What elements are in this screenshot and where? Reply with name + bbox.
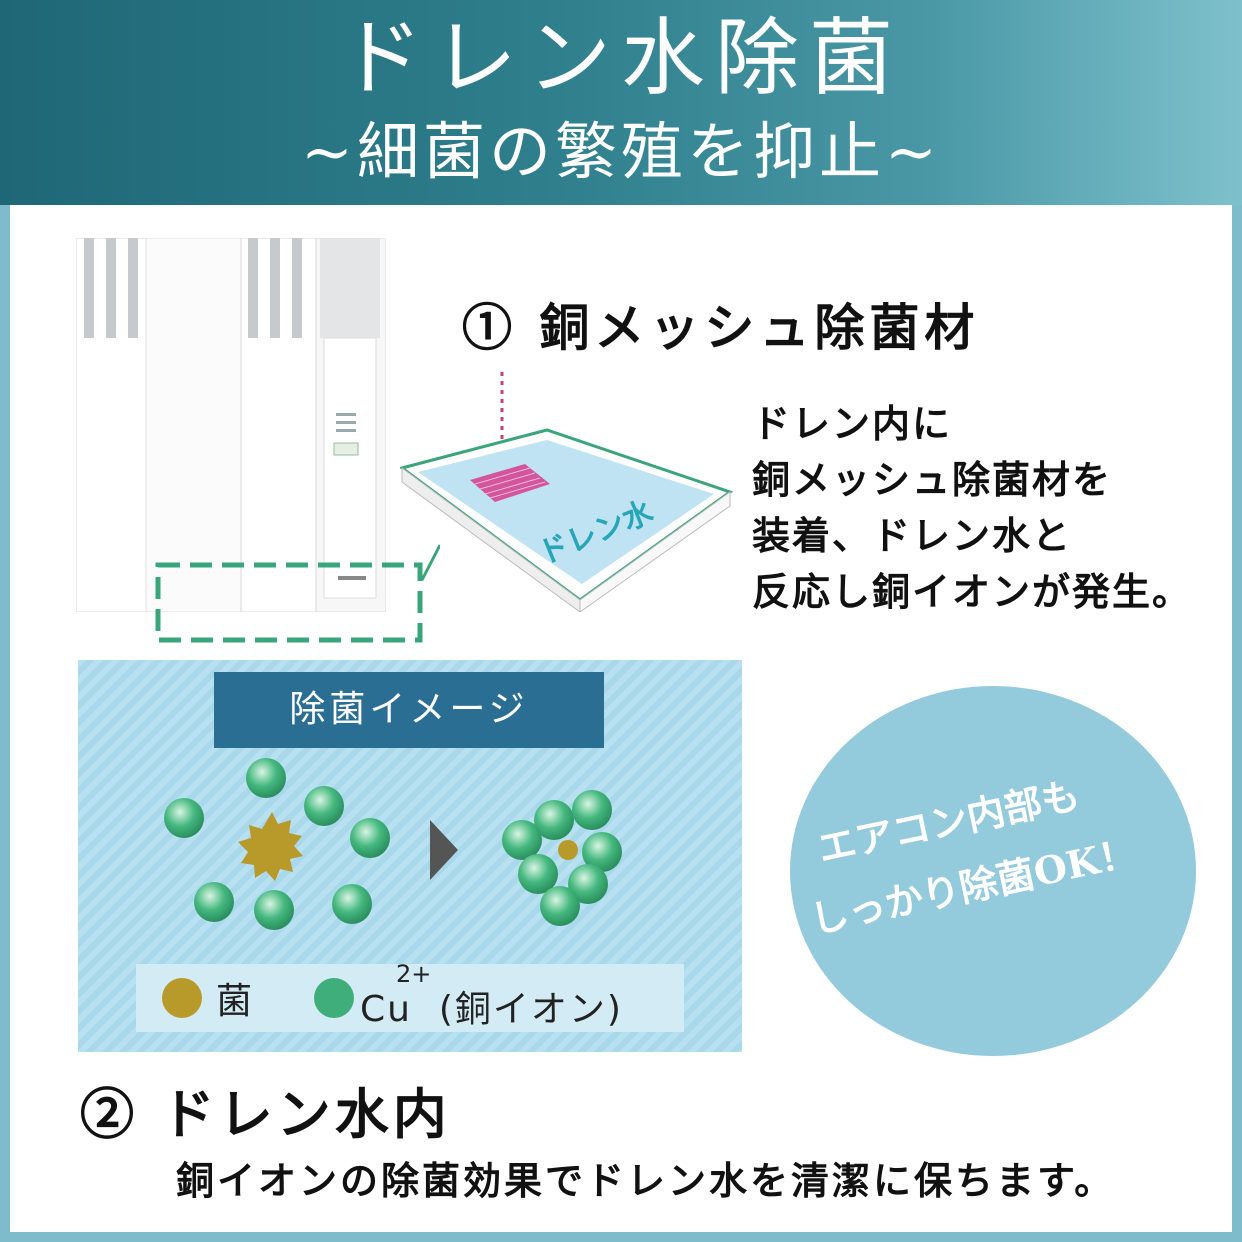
section1-heading: ① 銅メッシュ除菌材 xyxy=(462,298,980,357)
panel-title: 除菌イメージ xyxy=(214,672,604,748)
ion-legend-icon xyxy=(314,978,354,1018)
dashed-highlight xyxy=(155,544,440,643)
section1-description: ドレン内に 銅メッシュ除菌材を 装着、ドレン水と 反応し銅イオンが発生。 xyxy=(752,396,1192,620)
legend-germ-label: 菌 xyxy=(216,981,253,1022)
description-line: 装着、ドレン水と xyxy=(752,513,1073,558)
legend-cu-charge: 2+ xyxy=(396,960,432,988)
drain-tray-illustration: ドレン水 xyxy=(400,372,734,612)
section2-body: 銅イオンの除菌効果でドレン水を清潔に保ちます。 xyxy=(176,1158,1116,1203)
header-banner: ドレン水除菌 ~細菌の繁殖を抑止~ xyxy=(0,0,1242,205)
description-line: 反応し銅イオンが発生。 xyxy=(752,569,1193,614)
legend-ion-label: Cu (銅イオン) xyxy=(360,980,623,1032)
ion-icon xyxy=(164,758,390,930)
ion-cluster-icon xyxy=(502,790,622,926)
legend-cu-description: (銅イオン) xyxy=(438,989,623,1030)
sterilization-diagram xyxy=(164,758,622,930)
legend-cu-symbol: Cu xyxy=(360,989,412,1030)
description-line: 銅メッシュ除菌材を xyxy=(752,457,1113,502)
description-line: ドレン内に xyxy=(752,401,953,446)
legend xyxy=(136,964,684,1032)
page-title: ドレン水除菌 xyxy=(338,9,903,107)
arrow-right-icon xyxy=(430,820,458,880)
badge-circle xyxy=(790,686,1196,1056)
germ-legend-icon xyxy=(162,978,202,1018)
germ-icon xyxy=(238,812,303,881)
section2-heading: ② ドレン水内 xyxy=(80,1082,451,1146)
air-conditioner-illustration xyxy=(76,238,386,612)
page-subtitle: ~細菌の繁殖を抑止~ xyxy=(301,115,941,188)
